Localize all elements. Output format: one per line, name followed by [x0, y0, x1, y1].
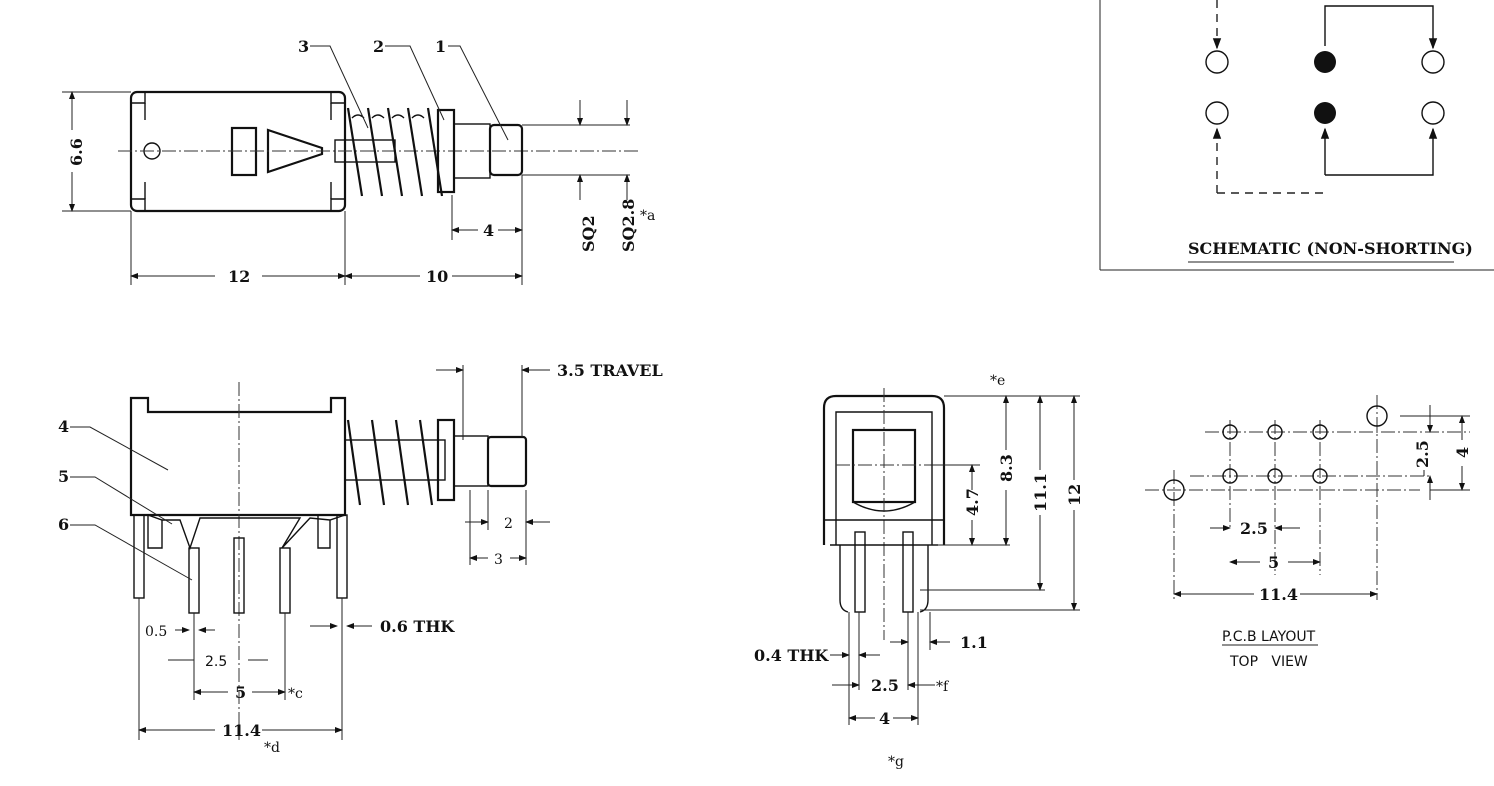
- actuator-cam: [266, 128, 324, 174]
- callout-3: 3: [298, 37, 309, 56]
- pcb-layout: 2.5 4 2.5 5 11.4 P.C.B LAYOUT TOP VIEW: [1145, 395, 1472, 670]
- dim-travel: 3.5 TRAVEL: [557, 361, 663, 380]
- terminal-open: [1421, 101, 1445, 125]
- top-view: SQ2 SQ2.8 *a 6.6 12 10 4 3 2 1: [62, 37, 655, 286]
- note-f: *f: [936, 679, 950, 695]
- dim-4-7: 4.7: [963, 488, 982, 516]
- dim-10: 10: [426, 267, 448, 286]
- pin: [854, 531, 866, 613]
- side-spring: [346, 419, 434, 506]
- pin: [336, 514, 348, 599]
- dim-6-6: 6.6: [67, 138, 86, 166]
- dim-2-5: 2.5: [205, 654, 227, 670]
- terminal-common: [1314, 102, 1336, 124]
- callout-6: 6: [58, 515, 69, 534]
- schematic: SCHEMATIC (NON-SHORTING): [1099, 0, 1494, 271]
- pcb-dim-2-5-h: 2.5: [1240, 519, 1268, 538]
- pcb-caption-2: TOP VIEW: [1229, 654, 1308, 670]
- dim-11-4: 11.4: [222, 721, 261, 740]
- dim-0-5: 0.5: [145, 624, 167, 640]
- callout-4: 4: [58, 417, 69, 436]
- pcb-dim-11-4: 11.4: [1259, 585, 1298, 604]
- terminal-open: [1205, 101, 1229, 125]
- pcb-caption-1: P.C.B LAYOUT: [1222, 629, 1316, 645]
- pad: [1222, 468, 1238, 484]
- dim-4: 4: [483, 221, 494, 240]
- pin: [279, 547, 291, 614]
- dim-thk: 0.6 THK: [380, 617, 455, 636]
- note-c: *c: [288, 686, 303, 702]
- terminal-common: [1314, 51, 1336, 73]
- pin: [133, 514, 145, 599]
- dim-2: 2: [504, 516, 513, 532]
- callout-5: 5: [58, 467, 69, 486]
- dim-12: 12: [228, 267, 250, 286]
- mount-pad: [1366, 405, 1388, 427]
- schematic-caption: SCHEMATIC (NON-SHORTING): [1188, 239, 1473, 258]
- pad: [1312, 424, 1328, 440]
- pin: [188, 547, 200, 614]
- side-body-outline: [129, 396, 347, 517]
- pin: [233, 537, 245, 614]
- note-a: *a: [640, 208, 655, 224]
- note-g: *g: [888, 754, 904, 770]
- dim-3: 3: [494, 552, 503, 568]
- pcb-dim-5-h: 5: [1268, 553, 1279, 572]
- end-view: *e 4.7 8.3 11.1 12 0.4 THK 1.1 2.5 *f 4 …: [754, 373, 1084, 770]
- terminal-open: [1205, 50, 1229, 74]
- dim-8-3: 8.3: [997, 454, 1016, 482]
- dim-sq2: SQ2: [579, 215, 598, 252]
- dim-12: 12: [1065, 484, 1084, 506]
- mount-pad: [1163, 479, 1185, 501]
- dim-4: 4: [879, 709, 890, 728]
- pcb-dim-4-v: 4: [1453, 447, 1472, 458]
- side-view: 3.5 TRAVEL 2 3 4 5 6 0.5 2.5 5 *c 1: [58, 361, 663, 756]
- pad: [1312, 468, 1328, 484]
- pin: [902, 531, 914, 613]
- terminal-open: [1421, 50, 1445, 74]
- callout-1: 1: [435, 37, 446, 56]
- dim-0-4-thk: 0.4 THK: [754, 646, 829, 665]
- dim-sq28: SQ2.8: [619, 199, 638, 252]
- pcb-dim-2-5-v: 2.5: [1413, 440, 1432, 468]
- note-d: *d: [264, 740, 280, 756]
- dim-5: 5: [235, 683, 246, 702]
- top-spring: [346, 107, 444, 197]
- note-e: *e: [990, 373, 1005, 389]
- pad: [1222, 424, 1238, 440]
- dim-2-5: 2.5: [871, 676, 899, 695]
- pad: [1267, 468, 1283, 484]
- dim-1-1: 1.1: [960, 633, 988, 652]
- pad: [1267, 424, 1283, 440]
- dim-11-1: 11.1: [1031, 473, 1050, 512]
- callout-2: 2: [373, 37, 384, 56]
- side-button: [486, 435, 528, 488]
- top-button: [488, 123, 524, 177]
